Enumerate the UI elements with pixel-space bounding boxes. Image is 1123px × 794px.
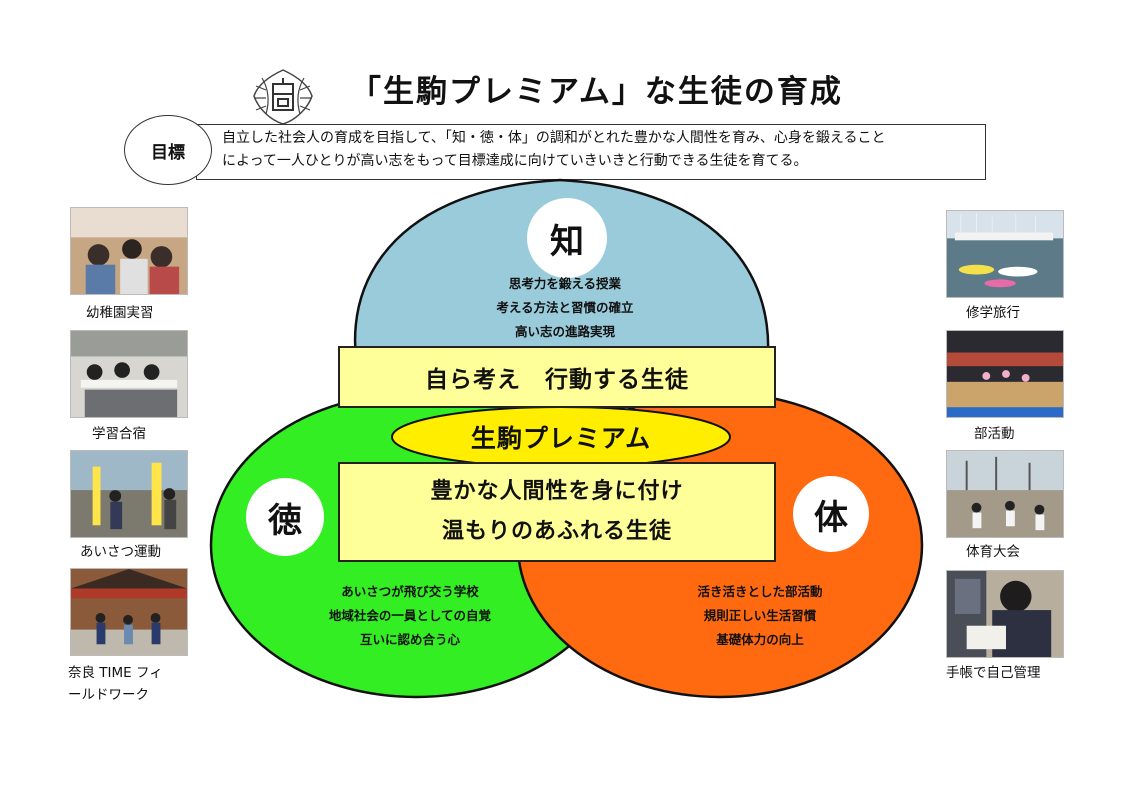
tai-item-3: 基礎体力の向上 bbox=[716, 632, 804, 647]
page-title: 「生駒プレミアム」な生徒の育成 bbox=[350, 74, 843, 110]
caption-study-camp: 学習合宿 bbox=[92, 426, 146, 442]
premium-label: 生駒プレミアム bbox=[470, 424, 652, 453]
caption-kindergarten-practice: 幼稚園実習 bbox=[86, 305, 154, 321]
tai-item-1: 活き活きとした部活動 bbox=[697, 584, 823, 599]
toku-item-3: 互いに認め合う心 bbox=[359, 632, 460, 647]
goal-text: 自立した社会人の育成を目指して、「知・徳・体」の調和がとれた豊かな人間性を育み、… bbox=[222, 127, 992, 173]
chi-items: 思考力を鍛える授業 考える方法と習慣の確立 高い志の進路実現 bbox=[430, 272, 700, 344]
tai-items: 活き活きとした部活動 規則正しい生活習慣 基礎体力の向上 bbox=[640, 580, 880, 652]
caption-planner-management: 手帳で自己管理 bbox=[946, 665, 1041, 681]
chi-circle bbox=[353, 178, 770, 402]
photo-nara-time-fieldwork bbox=[70, 568, 188, 656]
chi-item-1: 思考力を鍛える授業 bbox=[508, 276, 622, 291]
chi-item-2: 考える方法と習慣の確立 bbox=[496, 300, 634, 315]
toku-item-2: 地域社会の一員としての自覚 bbox=[328, 608, 492, 623]
chi-label: 知 bbox=[527, 198, 607, 278]
goal-text-line-2: によって一人ひとりが高い志をもって目標達成に向けていきいきと行動できる生徒を育て… bbox=[222, 153, 808, 169]
photo-club-activities bbox=[946, 330, 1064, 418]
caption-greeting-campaign: あいさつ運動 bbox=[80, 544, 161, 560]
caption-sports-festival: 体育大会 bbox=[966, 544, 1020, 560]
tai-label: 体 bbox=[793, 476, 869, 552]
chi-item-3: 高い志の進路実現 bbox=[514, 324, 615, 339]
photo-school-trip bbox=[946, 210, 1064, 298]
caption-nara-time-line-2: ールドワーク bbox=[68, 687, 149, 703]
photo-sports-festival bbox=[946, 450, 1064, 538]
caption-nara-time-line-1: 奈良 TIME フィ bbox=[68, 665, 163, 681]
band-bottom-line-1: 豊かな人間性を身に付け bbox=[430, 479, 684, 504]
band-bottom-line-2: 温もりのあふれる生徒 bbox=[441, 519, 672, 544]
photo-planner-management bbox=[946, 570, 1064, 658]
toku-items: あいさつが飛び交う学校 地域社会の一員としての自覚 互いに認め合う心 bbox=[285, 580, 535, 652]
goal-label: 目標 bbox=[124, 115, 212, 185]
photo-study-camp bbox=[70, 330, 188, 418]
toku-label: 徳 bbox=[246, 478, 324, 556]
band-bottom: 豊かな人間性を身に付け 温もりのあふれる生徒 bbox=[338, 462, 776, 562]
goal-text-line-1: 自立した社会人の育成を目指して、「知・徳・体」の調和がとれた豊かな人間性を育み、… bbox=[222, 130, 886, 146]
caption-school-trip: 修学旅行 bbox=[966, 305, 1020, 321]
tai-item-2: 規則正しい生活習慣 bbox=[703, 608, 817, 623]
band-top: 自ら考え 行動する生徒 bbox=[338, 346, 776, 408]
photo-greeting-campaign bbox=[70, 450, 188, 538]
photo-kindergarten-practice bbox=[70, 207, 188, 295]
caption-nara-time-fieldwork: 奈良 TIME フィ ールドワーク bbox=[68, 662, 163, 706]
toku-item-1: あいさつが飛び交う学校 bbox=[341, 584, 479, 599]
caption-club-activities: 部活動 bbox=[974, 426, 1015, 442]
